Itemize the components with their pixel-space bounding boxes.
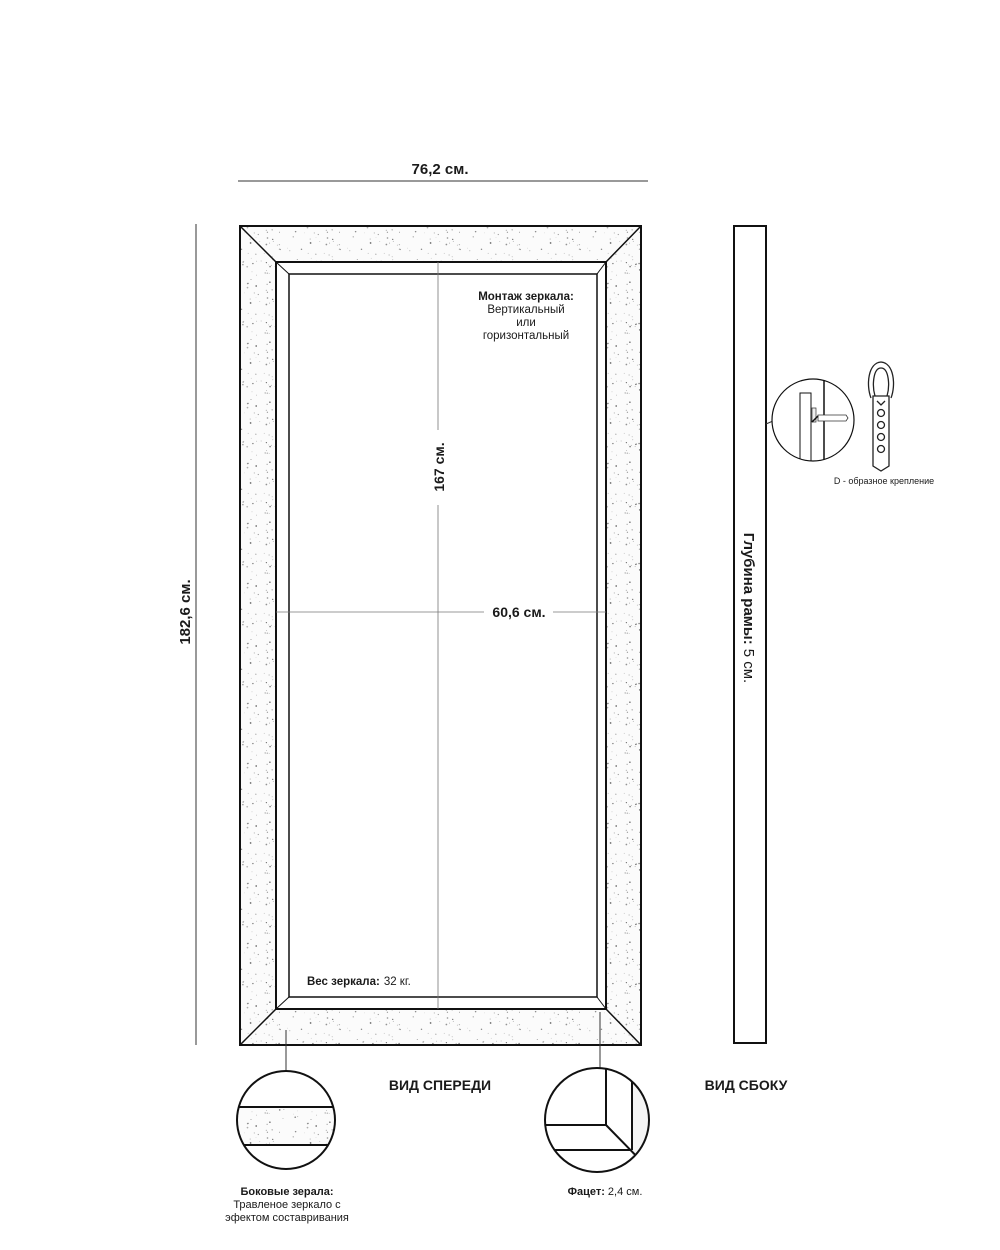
- hanger-caption: D - образное крепление: [834, 476, 934, 486]
- total-height-dimension: 182,6 см.: [177, 224, 197, 1045]
- weight-label: Вес зеркала:: [307, 976, 380, 988]
- mirror-height-label: 167 см.: [431, 442, 447, 491]
- side-view: Глубина рамы: 5 см.: [733, 225, 767, 1044]
- side-mirrors-line1: Травленое зеркало с: [233, 1199, 341, 1211]
- d-ring-hanger-icon: [867, 361, 895, 472]
- side-mirrors-detail: Боковые зерала: Травленое зеркало с эфек…: [225, 1030, 349, 1224]
- frame-depth-note: Глубина рамы: 5 см.: [740, 533, 757, 683]
- facet-value: 2,4 см.: [608, 1186, 642, 1198]
- mounting-note: Монтаж зеркала: Вертикальный или горизон…: [478, 291, 574, 342]
- mounting-line1: Вертикальный: [487, 304, 564, 316]
- mounting-title: Монтаж зеркала:: [478, 291, 574, 303]
- side-mirrors-label: Боковые зерала:: [240, 1186, 333, 1198]
- side-mirrors-line2: эфектом составривания: [225, 1212, 349, 1224]
- mirror-width-label: 60,6 см.: [492, 604, 545, 620]
- frame-depth-value: 5 см.: [740, 649, 757, 684]
- total-width-label: 76,2 см.: [412, 161, 469, 178]
- mounting-line2: или: [516, 317, 536, 329]
- frame-depth-label: Глубина рамы:: [740, 533, 757, 645]
- front-view-label: ВИД СПЕРЕДИ: [389, 1077, 491, 1093]
- facet-note: Фацет:2,4 см.: [568, 1186, 643, 1198]
- total-height-label: 182,6 см.: [177, 579, 194, 644]
- mirror-width-dimension: 60,6 см.: [276, 604, 606, 620]
- mounting-line3: горизонтальный: [483, 330, 569, 342]
- front-view-frame: [239, 225, 642, 1046]
- facet-edge: [288, 273, 598, 998]
- mirror-height-dimension: 167 см.: [431, 262, 447, 1009]
- side-view-label: ВИД СБОКУ: [705, 1077, 788, 1093]
- weight-value: 32 кг.: [384, 976, 411, 988]
- hanger-detail: D - образное крепление: [765, 361, 934, 486]
- weight-note: Вес зеркала: 32 кг.: [307, 976, 411, 988]
- total-width-dimension: 76,2 см.: [238, 161, 648, 182]
- facet-label: Фацет:: [568, 1186, 605, 1198]
